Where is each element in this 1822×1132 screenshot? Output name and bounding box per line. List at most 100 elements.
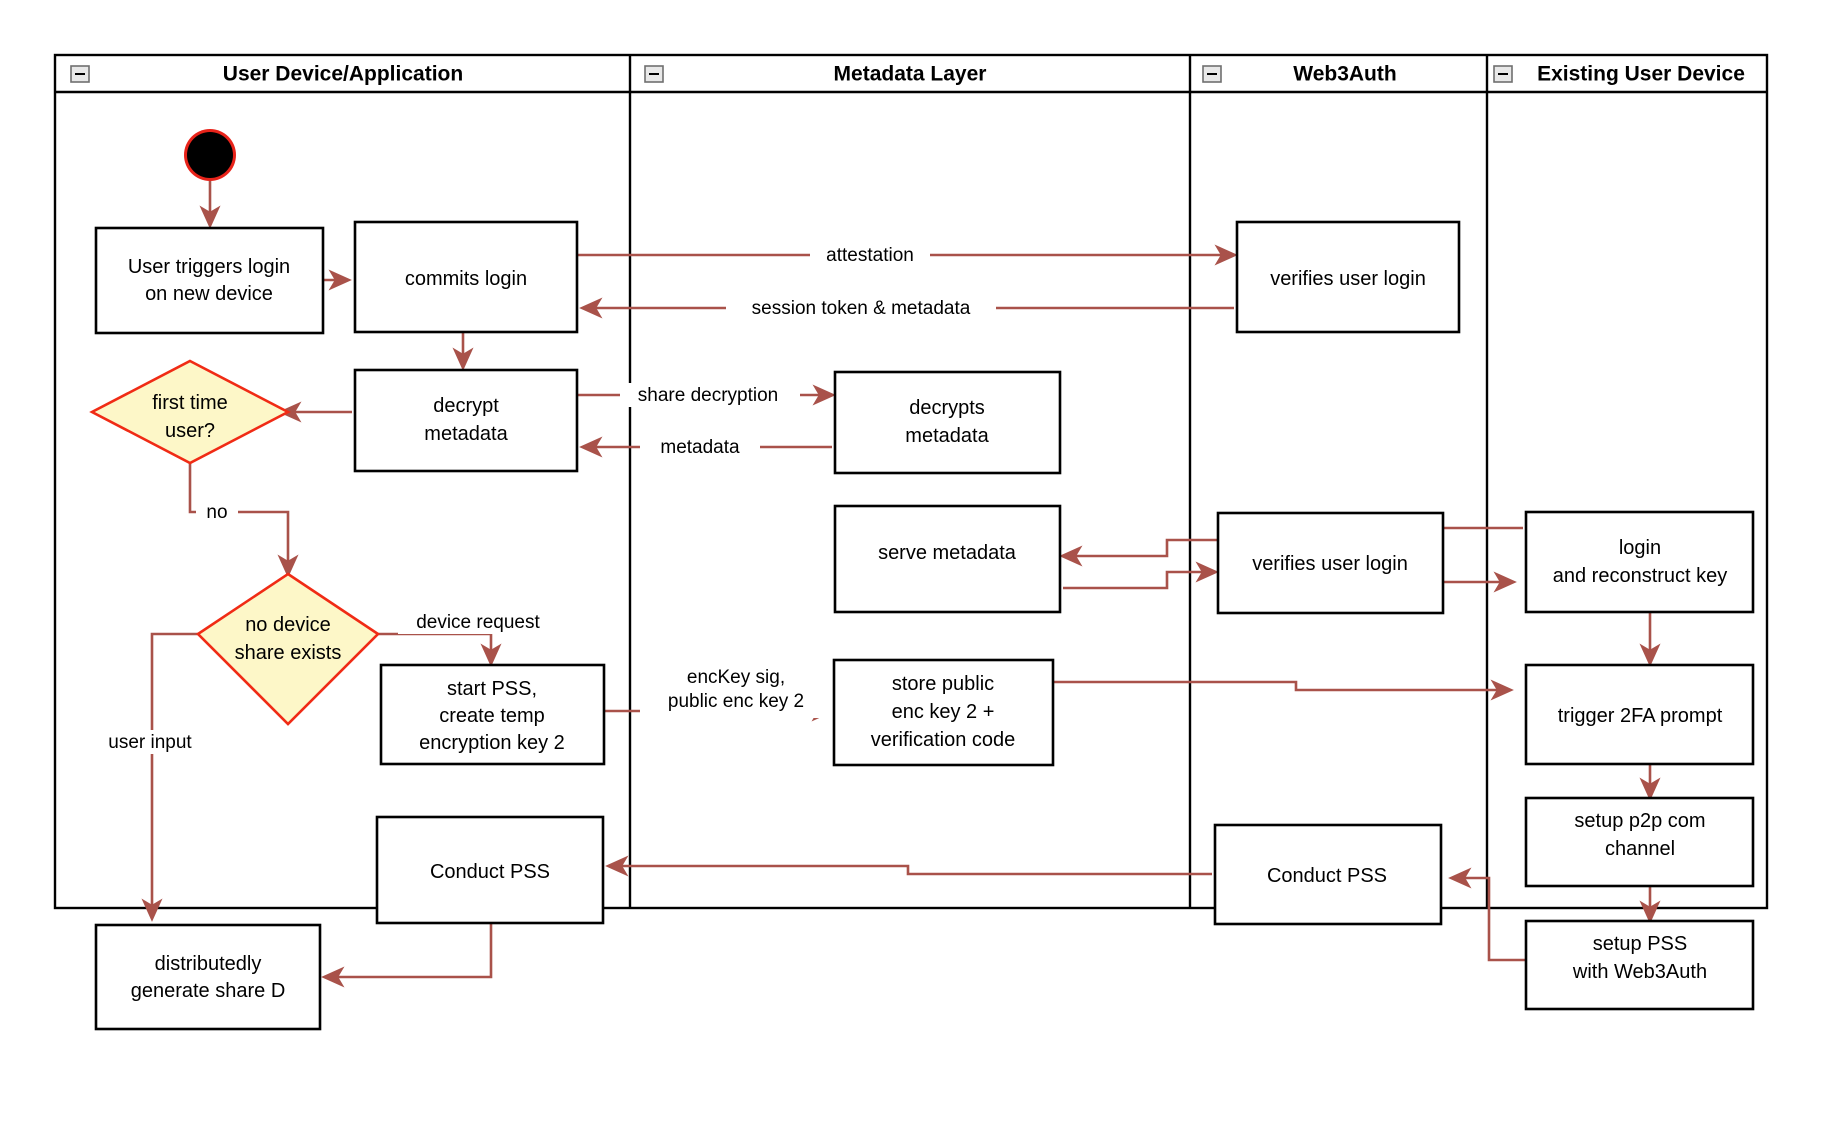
edge-label-share-decryption: share decryption xyxy=(638,385,778,406)
node-label-line-2: channel xyxy=(1605,838,1675,860)
node-label-line-1: setup p2p com xyxy=(1574,810,1705,832)
node-login-and-reconstruct-key[interactable]: login and reconstruct key xyxy=(1524,510,1755,614)
node-box[interactable] xyxy=(379,663,606,766)
label-bg-no xyxy=(196,500,238,524)
edge-no-to-nodeviceshare xyxy=(188,463,299,578)
node-label-line-1: setup PSS xyxy=(1593,933,1688,955)
node-setup-pss-with-web3auth[interactable]: setup PSS with Web3Auth xyxy=(1524,919,1755,1011)
node-no-device-share-exists[interactable]: no device share exists xyxy=(195,572,381,726)
node-verifies-user-login-2[interactable]: verifies user login xyxy=(1216,511,1445,615)
node-label-line-2: with Web3Auth xyxy=(1572,961,1707,983)
edge-storekey-to-trigger2fa xyxy=(1052,679,1514,701)
label-bg-metadata xyxy=(640,435,760,459)
node-decrypt-metadata[interactable]: decrypt metadata xyxy=(353,368,579,473)
label-bg-share-decryption xyxy=(620,383,800,407)
node-user-triggers-login[interactable]: User triggers login on new device xyxy=(94,226,325,335)
label-bg-session-token xyxy=(726,296,996,320)
node-label-line-2: metadata xyxy=(424,423,508,445)
edge-label-user-input: user input xyxy=(108,732,192,753)
node-label-line-2: user? xyxy=(165,420,215,442)
node-box[interactable] xyxy=(353,220,579,334)
node-serve-metadata[interactable]: serve metadata xyxy=(833,504,1062,614)
node-box[interactable] xyxy=(832,658,1055,767)
node-label: Conduct PSS xyxy=(430,861,550,883)
node-label-line-1: first time xyxy=(152,392,228,414)
node-diamond-shape[interactable] xyxy=(89,359,291,465)
node-start-pss[interactable]: start PSS, create temp encryption key 2 xyxy=(379,663,606,766)
edge-label-device-request: device request xyxy=(416,612,540,633)
node-box[interactable] xyxy=(1524,919,1755,1011)
label-bg-user-input xyxy=(88,730,212,754)
node-box[interactable] xyxy=(833,504,1062,614)
node-box[interactable] xyxy=(1524,663,1755,766)
edge-label-metadata: metadata xyxy=(660,437,740,458)
node-label-line-2: create temp xyxy=(439,705,545,727)
edge-conductpss-web3auth-to-user xyxy=(605,855,1212,877)
node-trigger-2fa-prompt[interactable]: trigger 2FA prompt xyxy=(1524,663,1755,766)
lane-header-web3auth: Web3Auth xyxy=(1202,63,1397,86)
edge-label-session-token: session token & metadata xyxy=(752,298,971,319)
lane-header-metadata: Metadata Layer xyxy=(644,63,987,86)
lane-header-existing-device: Existing User Device xyxy=(1493,63,1745,86)
node-label-line-1: login xyxy=(1619,537,1661,559)
edge-servemetadata-to-verifies2 xyxy=(1063,561,1219,590)
edge-label-enckey-sig-1: encKey sig, xyxy=(687,667,785,688)
node-label-line-1: decrypt xyxy=(433,395,499,417)
node-box[interactable] xyxy=(1213,823,1443,926)
node-box[interactable] xyxy=(94,923,322,1031)
node-label-line-1: distributedly xyxy=(155,953,262,975)
node-label: verifies user login xyxy=(1252,553,1408,575)
node-box[interactable] xyxy=(1524,510,1755,614)
node-label: verifies user login xyxy=(1270,268,1426,290)
node-box[interactable] xyxy=(833,370,1062,475)
node-verifies-user-login-1[interactable]: verifies user login xyxy=(1235,220,1461,334)
node-box[interactable] xyxy=(375,815,605,925)
node-label-line-2: and reconstruct key xyxy=(1553,565,1728,587)
node-box[interactable] xyxy=(1235,220,1461,334)
label-bg-enckey-sig xyxy=(640,662,840,718)
node-label-line-2: metadata xyxy=(905,425,989,447)
node-label-line-1: store public xyxy=(892,673,994,695)
node-distributedly-generate-share-d[interactable]: distributedly generate share D xyxy=(94,923,322,1031)
node-start xyxy=(184,129,236,181)
node-label-line-1: decrypts xyxy=(909,397,985,419)
node-decrypts-metadata[interactable]: decrypts metadata xyxy=(833,370,1062,475)
edge-label-enckey-sig-2: public enc key 2 xyxy=(668,691,804,712)
node-store-public-enc-key[interactable]: store public enc key 2 + verification co… xyxy=(832,658,1055,767)
lane-title-web3auth: Web3Auth xyxy=(1293,63,1396,86)
node-commits-login[interactable]: commits login xyxy=(353,220,579,334)
edge-user-input xyxy=(141,632,198,922)
node-box[interactable] xyxy=(1524,796,1755,888)
node-box[interactable] xyxy=(94,226,325,335)
lane-header-user-device: User Device/Application xyxy=(70,63,463,86)
node-setup-p2p-com-channel[interactable]: setup p2p com channel xyxy=(1524,796,1755,888)
node-diamond-shape[interactable] xyxy=(195,572,381,726)
node-label: commits login xyxy=(405,268,527,290)
node-conduct-pss-user[interactable]: Conduct PSS xyxy=(375,815,605,925)
node-box[interactable] xyxy=(353,368,579,473)
node-label-line-3: encryption key 2 xyxy=(419,732,565,754)
label-bg-attestation xyxy=(810,243,930,267)
node-conduct-pss-web3auth[interactable]: Conduct PSS xyxy=(1213,823,1443,926)
lane-title-metadata: Metadata Layer xyxy=(834,63,987,86)
node-first-time-user[interactable]: first time user? xyxy=(89,359,291,465)
node-label-line-2: generate share D xyxy=(131,980,286,1002)
start-node-icon xyxy=(187,132,233,178)
node-label: Conduct PSS xyxy=(1267,865,1387,887)
node-label-line-1: no device xyxy=(245,614,331,636)
node-label-line-2: enc key 2 + xyxy=(892,701,995,723)
swimlane-frame xyxy=(53,53,1769,910)
node-box[interactable] xyxy=(1216,511,1445,615)
node-label: trigger 2FA prompt xyxy=(1558,705,1723,727)
node-label-line-2: share exists xyxy=(235,642,342,664)
lane-title-existing-device: Existing User Device xyxy=(1537,63,1745,86)
edge-verifies2-to-servemetadata xyxy=(1059,538,1220,567)
node-label-line-3: verification code xyxy=(871,729,1016,751)
label-bg-device-request xyxy=(398,610,558,634)
edge-conductpss-to-generateshare xyxy=(321,923,493,988)
node-label-line-1: User triggers login xyxy=(128,256,290,278)
node-label: serve metadata xyxy=(878,542,1017,564)
edge-label-no: no xyxy=(206,502,227,523)
